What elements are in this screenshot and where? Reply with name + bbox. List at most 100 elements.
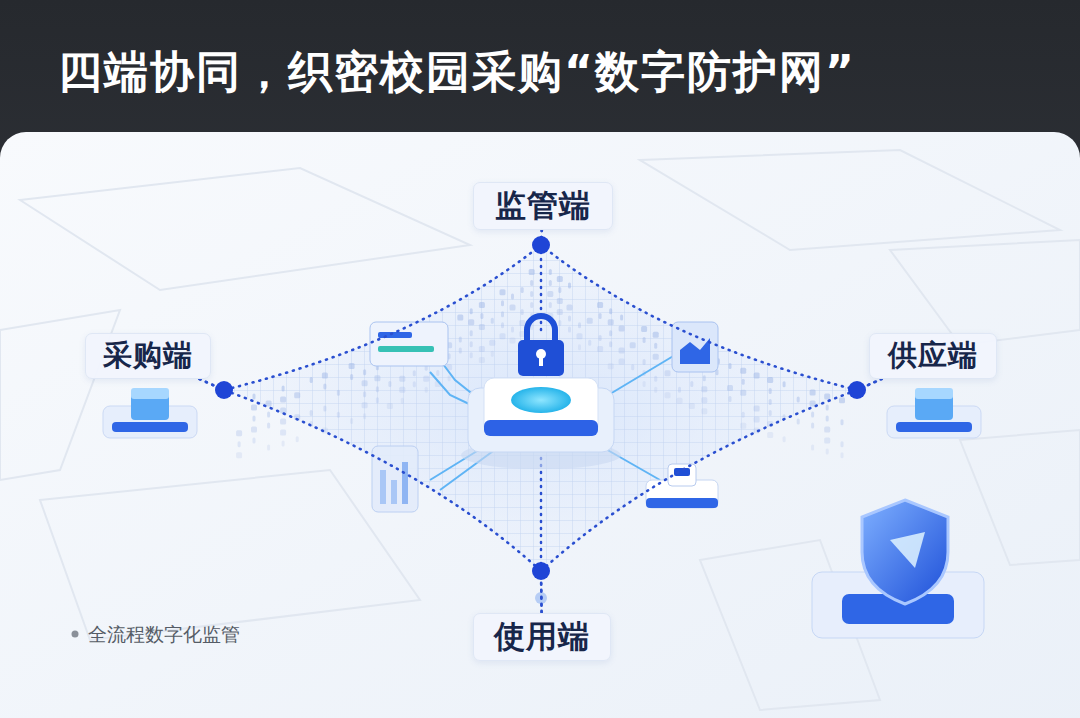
binary-digit: [251, 427, 257, 433]
net-grid: [224, 245, 857, 571]
binary-digit: [436, 370, 439, 376]
binary-digit: [238, 441, 241, 447]
binary-digit: [630, 342, 636, 348]
endpoint-label: 供应端: [888, 336, 978, 376]
binary-digit: [568, 327, 571, 333]
binary-digit: [479, 357, 485, 363]
binary-digit: [457, 314, 463, 320]
binary-digit: [797, 397, 800, 403]
binary-digit: [296, 436, 299, 442]
binary-digit: [767, 377, 773, 383]
plate-edge: [112, 422, 188, 432]
endpoint-box: 采购端: [85, 333, 211, 379]
axis-line: [540, 458, 543, 571]
binary-digit: [479, 302, 485, 308]
binary-digit: [310, 421, 313, 427]
shield: [862, 500, 948, 604]
binary-digit: [654, 387, 657, 393]
binary-digit: [742, 412, 745, 418]
binary-digit: [253, 394, 256, 400]
binary-digit: [620, 314, 623, 320]
binary-digit: [459, 347, 462, 353]
card-chart: [680, 338, 710, 364]
binary-digit: [689, 403, 695, 409]
binary-digit: [653, 332, 659, 338]
binary-digit: [510, 338, 516, 344]
binary-digit: [374, 375, 380, 381]
binary-digit: [797, 419, 800, 425]
corner-dot: [532, 236, 550, 254]
note-text: 全流程数字化监管: [88, 621, 240, 647]
binary-digit: [643, 381, 646, 387]
binary-digit: [280, 397, 286, 403]
binary-digit: [549, 280, 552, 286]
binary-digit: [267, 412, 270, 418]
binary-digit: [510, 305, 516, 311]
bar: [402, 462, 408, 504]
binary-digit: [729, 396, 732, 402]
central-platform: [461, 378, 621, 469]
binary-digit: [587, 318, 593, 324]
binary-digit: [521, 309, 524, 315]
binary-digit: [479, 324, 485, 330]
dotted-net-line: [199, 230, 541, 390]
binary-digit: [413, 370, 416, 376]
binary-digit: [491, 318, 494, 324]
lock-shackle: [527, 316, 555, 344]
binary-digit: [665, 370, 671, 376]
binary-digit: [609, 308, 612, 314]
binary-digit: [619, 325, 625, 331]
binary-digit: [470, 308, 473, 314]
binary-digit: [500, 289, 506, 295]
binary-digit: [619, 358, 625, 364]
binary-digit: [810, 390, 816, 396]
binary-digit: [727, 385, 733, 391]
server-icon-right: [887, 388, 981, 438]
binary-digit: [567, 305, 573, 311]
binary-digit: [701, 397, 707, 403]
binary-digit: [388, 381, 391, 387]
binary-digit: [423, 376, 429, 382]
binary-digit: [824, 427, 830, 433]
panel-bar: [378, 346, 434, 352]
binary-digit: [294, 414, 300, 420]
binary-digit: [323, 405, 326, 411]
corner-dots: [215, 236, 866, 580]
card: [372, 446, 418, 512]
cube-top: [131, 388, 169, 399]
binary-digit: [608, 363, 614, 369]
binary-digit: [742, 379, 745, 385]
binary-digit: [322, 372, 328, 378]
binary-digit: [578, 322, 581, 328]
binary-digit: [754, 416, 760, 422]
binary-digit: [643, 337, 646, 343]
binary-digit: [280, 419, 286, 425]
binary-digit: [740, 368, 746, 374]
binary-digit: [350, 418, 353, 424]
data-card: [672, 322, 718, 372]
floor-tile: [640, 150, 1060, 250]
binary-digit: [811, 423, 814, 429]
binary-digit: [783, 414, 786, 420]
corner-dot: [848, 381, 866, 399]
binary-digit: [530, 302, 533, 308]
binary-digit: [310, 377, 313, 383]
binary-digit: [501, 311, 504, 317]
binary-digit: [568, 316, 571, 322]
binary-digit: [280, 430, 286, 436]
binary-digit: [811, 445, 814, 451]
binary-digit: [841, 419, 844, 425]
binary-digit: [521, 287, 524, 293]
binary-digit: [654, 343, 657, 349]
binary-digit: [399, 376, 405, 382]
endpoint-label: 使用端: [494, 616, 590, 658]
bar-chart-card: [372, 446, 418, 512]
bar: [391, 480, 397, 504]
binary-digit: [754, 427, 760, 433]
binary-digit: [401, 398, 404, 404]
binary-digit: [337, 390, 340, 396]
binary-digit: [641, 326, 647, 332]
binary-digit: [824, 394, 830, 400]
binary-digit: [690, 381, 693, 387]
floor-tiles: [0, 150, 1080, 710]
